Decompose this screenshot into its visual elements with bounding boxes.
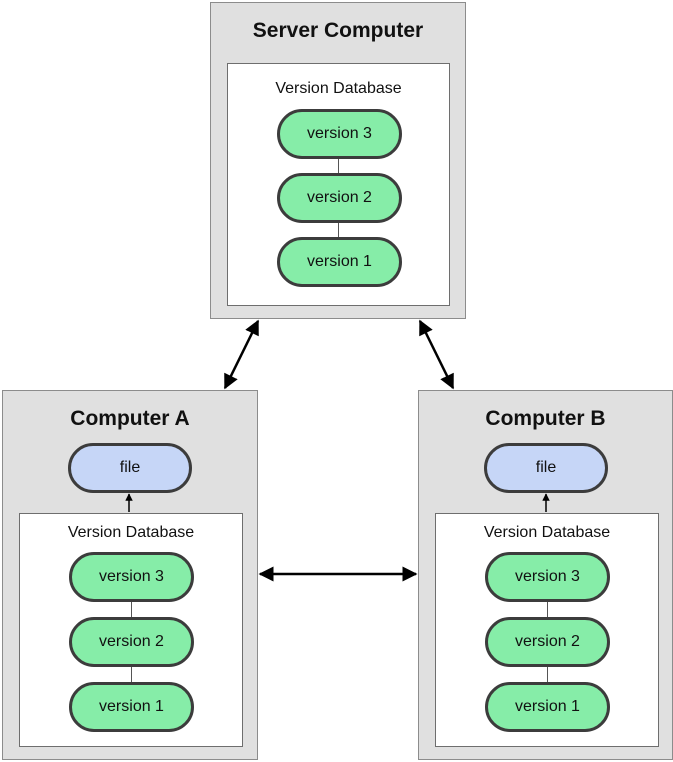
server-version-database: Version Database version 3 version 2 ver…: [227, 63, 450, 306]
server-computer-title: Server Computer: [252, 19, 424, 42]
computer-b-connector-3-2: [547, 600, 548, 618]
server-version-1: version 1: [277, 237, 402, 287]
server-version-3: version 3: [277, 109, 402, 159]
computer-b: Computer B file Version Database version…: [418, 390, 673, 760]
computer-a-connector-2-1: [131, 665, 132, 683]
computer-b-file: file: [484, 443, 608, 493]
computer-a-version-3: version 3: [69, 552, 194, 602]
computer-a-version-1: version 1: [69, 682, 194, 732]
computer-a-file: file: [68, 443, 192, 493]
computer-a: Computer A file Version Database version…: [2, 390, 258, 760]
server-version-2: version 2: [277, 173, 402, 223]
server-db-label: Version Database: [275, 80, 402, 97]
arrow-server-computer-a: [223, 319, 260, 390]
computer-b-version-database: Version Database version 3 version 2 ver…: [435, 513, 659, 747]
computer-b-title: Computer B: [485, 407, 606, 430]
server-connector-3-2: [338, 157, 339, 175]
arrow-server-computer-b: [418, 319, 455, 390]
computer-a-connector-3-2: [131, 600, 132, 618]
server-connector-2-1: [338, 221, 339, 239]
server-computer: Server Computer Version Database version…: [210, 2, 466, 319]
computer-a-version-2: version 2: [69, 617, 194, 667]
computer-b-version-2: version 2: [485, 617, 610, 667]
computer-a-title: Computer A: [70, 407, 190, 430]
computer-b-version-3: version 3: [485, 552, 610, 602]
computer-b-connector-2-1: [547, 665, 548, 683]
computer-a-version-database: Version Database version 3 version 2 ver…: [19, 513, 243, 747]
computer-a-db-label: Version Database: [67, 524, 195, 541]
computer-b-version-1: version 1: [485, 682, 610, 732]
computer-b-db-label: Version Database: [483, 524, 611, 541]
